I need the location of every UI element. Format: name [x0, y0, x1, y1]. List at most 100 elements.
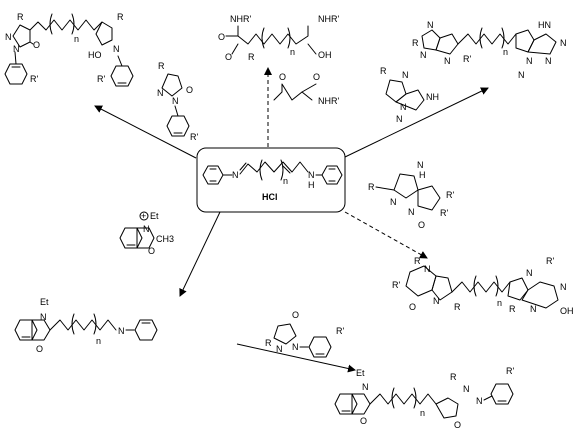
- svg-text:O: O: [313, 72, 320, 82]
- svg-text:NHR': NHR': [318, 96, 339, 106]
- svg-text:N: N: [13, 44, 20, 54]
- svg-text:N: N: [433, 296, 440, 306]
- svg-text:N: N: [118, 326, 125, 336]
- center-phenyl-left: [202, 165, 224, 185]
- svg-text:O: O: [218, 32, 225, 42]
- svg-text:HO: HO: [88, 50, 102, 60]
- svg-text:CH3: CH3: [156, 234, 174, 244]
- svg-text:O: O: [360, 416, 367, 426]
- svg-text:N: N: [424, 264, 431, 274]
- svg-text:R: R: [158, 61, 165, 71]
- svg-text:HN: HN: [538, 20, 551, 30]
- svg-text:n: n: [96, 336, 101, 346]
- svg-text:R': R': [506, 366, 514, 376]
- center-n-left: N: [232, 170, 239, 180]
- center-h: H: [308, 180, 315, 190]
- svg-text:N: N: [276, 344, 283, 354]
- product-top-center: NHR' NHR' n O O R OH: [218, 14, 339, 62]
- svg-text:n: n: [420, 408, 425, 418]
- svg-text:R: R: [412, 38, 419, 48]
- product-top-right: R N N N R' n HN N N N N: [412, 20, 567, 80]
- svg-text:R: R: [450, 372, 457, 382]
- svg-text:R: R: [368, 182, 375, 192]
- svg-text:N: N: [463, 384, 470, 394]
- svg-text:N: N: [444, 56, 451, 66]
- svg-text:N: N: [400, 102, 407, 112]
- svg-text:N: N: [560, 38, 567, 48]
- svg-text:N: N: [417, 160, 424, 170]
- svg-text:R: R: [454, 302, 461, 312]
- svg-text:R: R: [414, 256, 421, 266]
- svg-text:N: N: [408, 207, 415, 217]
- svg-text:O: O: [292, 310, 299, 320]
- svg-text:N: N: [396, 114, 403, 124]
- svg-text:R': R': [463, 54, 471, 64]
- arrow-to-bottom-right: [344, 211, 428, 259]
- svg-text:N: N: [390, 197, 397, 207]
- svg-text:R': R': [30, 74, 38, 84]
- svg-text:R': R': [97, 74, 105, 84]
- svg-text:N: N: [420, 50, 427, 60]
- svg-text:N: N: [545, 56, 552, 66]
- svg-text:O: O: [418, 220, 425, 230]
- center-chain: [239, 161, 309, 175]
- svg-text:O: O: [454, 420, 461, 430]
- reagent-pyrazolopyrimidinone: H N R N N R' R' O: [368, 160, 454, 230]
- arrow-to-top-right: [344, 87, 489, 158]
- svg-text:NHR': NHR': [230, 14, 251, 24]
- svg-text:n: n: [290, 47, 295, 57]
- svg-text:O: O: [33, 40, 40, 50]
- center-hcl: HCl: [262, 192, 278, 202]
- svg-text:R: R: [17, 12, 24, 22]
- svg-text:OH: OH: [318, 50, 332, 60]
- svg-text:R: R: [380, 66, 387, 76]
- svg-text:n: n: [497, 298, 502, 308]
- svg-text:N: N: [292, 342, 299, 352]
- arrow-to-bottom-left: [179, 211, 221, 297]
- svg-text:N: N: [5, 32, 12, 42]
- center-n-right: N: [308, 170, 315, 180]
- svg-text:N: N: [113, 44, 120, 54]
- svg-text:Et: Et: [150, 211, 159, 221]
- reagent-acetoacetamide: O O NHR': [273, 72, 339, 106]
- svg-text:N: N: [157, 88, 164, 98]
- reagent-pyrazolone-bottom: R O N N R': [265, 310, 344, 358]
- svg-text:N: N: [362, 382, 369, 392]
- svg-text:NHR': NHR': [318, 14, 339, 24]
- svg-text:R: R: [117, 12, 124, 22]
- svg-text:R': R': [190, 132, 198, 142]
- product-top-left: R N N O n R HO N R' R': [4, 12, 134, 87]
- svg-text:N: N: [427, 20, 434, 30]
- svg-text:R': R': [546, 256, 554, 266]
- svg-text:R': R': [440, 208, 448, 218]
- reagent-pyrazolone-left: R N N O R': [157, 61, 198, 142]
- svg-text:N: N: [402, 70, 409, 80]
- svg-text:O: O: [186, 85, 193, 95]
- svg-text:N: N: [526, 268, 533, 278]
- svg-text:N: N: [530, 304, 537, 314]
- svg-text:R': R': [446, 190, 454, 200]
- svg-text:R': R': [336, 326, 344, 336]
- svg-text:R: R: [265, 338, 272, 348]
- center-compound: N n N H HCl: [196, 147, 346, 213]
- arrow-to-top-left: [94, 105, 197, 159]
- svg-text:n: n: [74, 34, 79, 44]
- svg-text:O: O: [36, 344, 43, 354]
- svg-text:H: H: [419, 170, 426, 180]
- svg-text:N: N: [476, 396, 483, 406]
- svg-text:N: N: [526, 56, 533, 66]
- svg-text:+: +: [141, 211, 146, 221]
- svg-text:n: n: [503, 47, 508, 57]
- svg-text:R': R': [392, 280, 400, 290]
- svg-text:O: O: [148, 246, 155, 256]
- svg-text:R: R: [248, 52, 255, 62]
- svg-text:OH: OH: [560, 306, 574, 316]
- svg-text:N: N: [40, 312, 47, 322]
- arrow-to-bottom-product: [236, 343, 356, 373]
- svg-text:R: R: [509, 304, 516, 314]
- svg-text:O: O: [225, 52, 232, 62]
- center-phenyl-right: [321, 165, 343, 185]
- svg-text:O: O: [279, 72, 286, 82]
- svg-text:N: N: [518, 70, 525, 80]
